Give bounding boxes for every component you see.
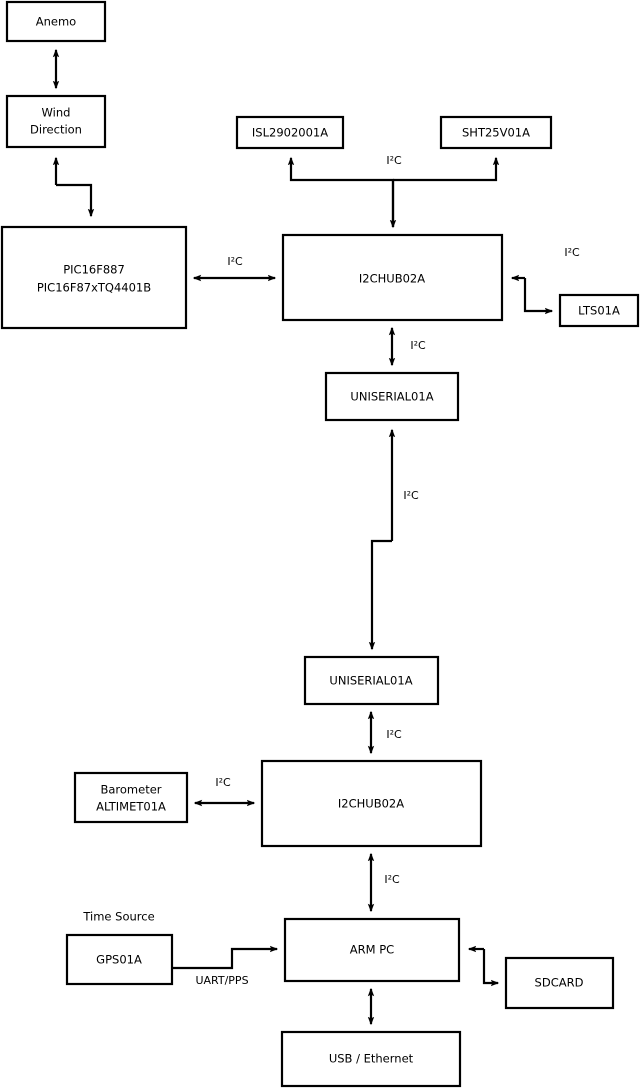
node-box-uniserial01a-upper[interactable] xyxy=(324,371,460,422)
node-lts01a[interactable]: LTS01A xyxy=(558,293,640,328)
edge-label-gps-armpc: UART/PPS xyxy=(195,974,248,987)
node-label-wind-direction-line2: Direction xyxy=(30,123,82,137)
node-barometer[interactable]: Barometer ALTIMET01A xyxy=(73,771,189,824)
node-gps01a[interactable]: GPS01A xyxy=(65,933,174,986)
node-usb-ethernet[interactable]: USB / Ethernet xyxy=(280,1030,462,1088)
node-label-uniserial01a-lower: UNISERIAL01A xyxy=(329,674,412,688)
edge-line-hub-to-isl xyxy=(287,156,395,227)
edge-line-wind-to-pic xyxy=(56,183,95,218)
node-label-i2chub02a-top: I2CHUB02A xyxy=(359,272,425,286)
edge-line-hub-to-lts xyxy=(523,278,554,315)
edge-armpc-sdcard xyxy=(467,945,500,987)
node-box-pic16f887[interactable] xyxy=(0,225,188,330)
node-label-isl2902001a: ISL2902001A xyxy=(252,126,328,140)
node-i2chub02a-top[interactable]: I2CHUB02A xyxy=(281,233,504,322)
node-label-gps01a: GPS01A xyxy=(96,953,142,967)
node-label-anemo: Anemo xyxy=(36,15,76,29)
node-box-barometer[interactable] xyxy=(73,771,189,824)
edge-barometer-hubbot: I²C xyxy=(193,776,256,807)
edge-hubbot-armpc: I²C xyxy=(367,852,400,913)
node-box-i2chub02a-top[interactable] xyxy=(281,233,504,322)
node-label-arm-pc: ARM PC xyxy=(350,943,394,957)
node-arm-pc[interactable]: ARM PC xyxy=(283,917,461,983)
node-label-sht25v01a: SHT25V01A xyxy=(462,126,530,140)
edge-wind-pic xyxy=(52,156,95,218)
edge-label-hubtop-lts: I²C xyxy=(564,246,580,259)
label-time-source: Time Source xyxy=(82,910,154,924)
node-label-usb-ethernet: USB / Ethernet xyxy=(329,1052,414,1066)
node-box-sdcard[interactable] xyxy=(504,956,615,1010)
node-label-uniserial01a-upper: UNISERIAL01A xyxy=(350,390,433,404)
node-wind-direction[interactable]: Wind Direction xyxy=(5,94,107,149)
edge-label-uniserialdn-hubbot: I²C xyxy=(386,728,402,741)
node-pic16f887[interactable]: PIC16F887 PIC16F87xTQ4401B xyxy=(0,225,188,330)
node-sdcard[interactable]: SDCARD xyxy=(504,956,615,1010)
edge-label-barometer-hubbot: I²C xyxy=(215,776,231,789)
node-i2chub02a-bottom[interactable]: I2CHUB02A xyxy=(260,759,483,848)
edge-label-hubbot-armpc: I²C xyxy=(384,873,400,886)
edge-line-hub-to-sht xyxy=(393,156,500,182)
edge-line-down-uniserial xyxy=(368,539,392,651)
node-box-lts01a[interactable] xyxy=(558,293,640,328)
node-box-wind-direction[interactable] xyxy=(5,94,107,149)
edge-label-pic-hubtop: I²C xyxy=(227,255,243,268)
node-box-sht25v01a[interactable] xyxy=(439,115,553,150)
node-label-i2chub02a-bottom: I2CHUB02A xyxy=(338,797,404,811)
node-box-arm-pc[interactable] xyxy=(283,917,461,983)
edge-label-hubtop-uniserial: I²C xyxy=(410,339,426,352)
node-uniserial01a-upper[interactable]: UNISERIAL01A xyxy=(324,371,460,422)
node-isl2902001a[interactable]: ISL2902001A xyxy=(235,115,345,150)
edge-hubtop-uniserial: I²C xyxy=(388,326,426,367)
edge-line-armpc-to-sdcard xyxy=(482,949,500,987)
node-label-pic16f887-line1: PIC16F887 xyxy=(63,263,125,277)
edge-line-gps-armpc xyxy=(172,945,279,970)
edge-pic-hubtop: I²C xyxy=(192,255,277,282)
node-box-i2chub02a-bottom[interactable] xyxy=(260,759,483,848)
node-label-lts01a: LTS01A xyxy=(578,304,620,318)
edge-hubtop-isl-sht: I²C xyxy=(287,154,500,229)
edge-uniserialdn-hubbot: I²C xyxy=(367,710,402,755)
node-anemo[interactable]: Anemo xyxy=(5,0,107,43)
node-uniserial01a-lower[interactable]: UNISERIAL01A xyxy=(303,655,440,706)
node-label-pic16f887-line2: PIC16F87xTQ4401B xyxy=(37,281,151,295)
node-label-barometer-line1: Barometer xyxy=(100,783,161,797)
node-label-wind-direction-line1: Wind xyxy=(42,106,71,120)
node-sht25v01a[interactable]: SHT25V01A xyxy=(439,115,553,150)
node-box-anemo[interactable] xyxy=(5,0,107,43)
node-label-barometer-line2: ALTIMET01A xyxy=(96,800,166,814)
node-box-isl2902001a[interactable] xyxy=(235,115,345,150)
node-box-gps01a[interactable] xyxy=(65,933,174,986)
edge-hubtop-lts: I²C xyxy=(510,246,580,315)
edge-label-hubtop-isl-sht: I²C xyxy=(386,154,402,167)
node-box-uniserial01a-lower[interactable] xyxy=(303,655,440,706)
node-box-usb-ethernet[interactable] xyxy=(280,1030,462,1088)
edge-uniserial-link: I²C xyxy=(368,428,419,651)
node-label-sdcard: SDCARD xyxy=(535,976,584,990)
edge-label-uniserial-link: I²C xyxy=(403,489,419,502)
edge-gps-armpc: UART/PPS xyxy=(172,945,279,987)
